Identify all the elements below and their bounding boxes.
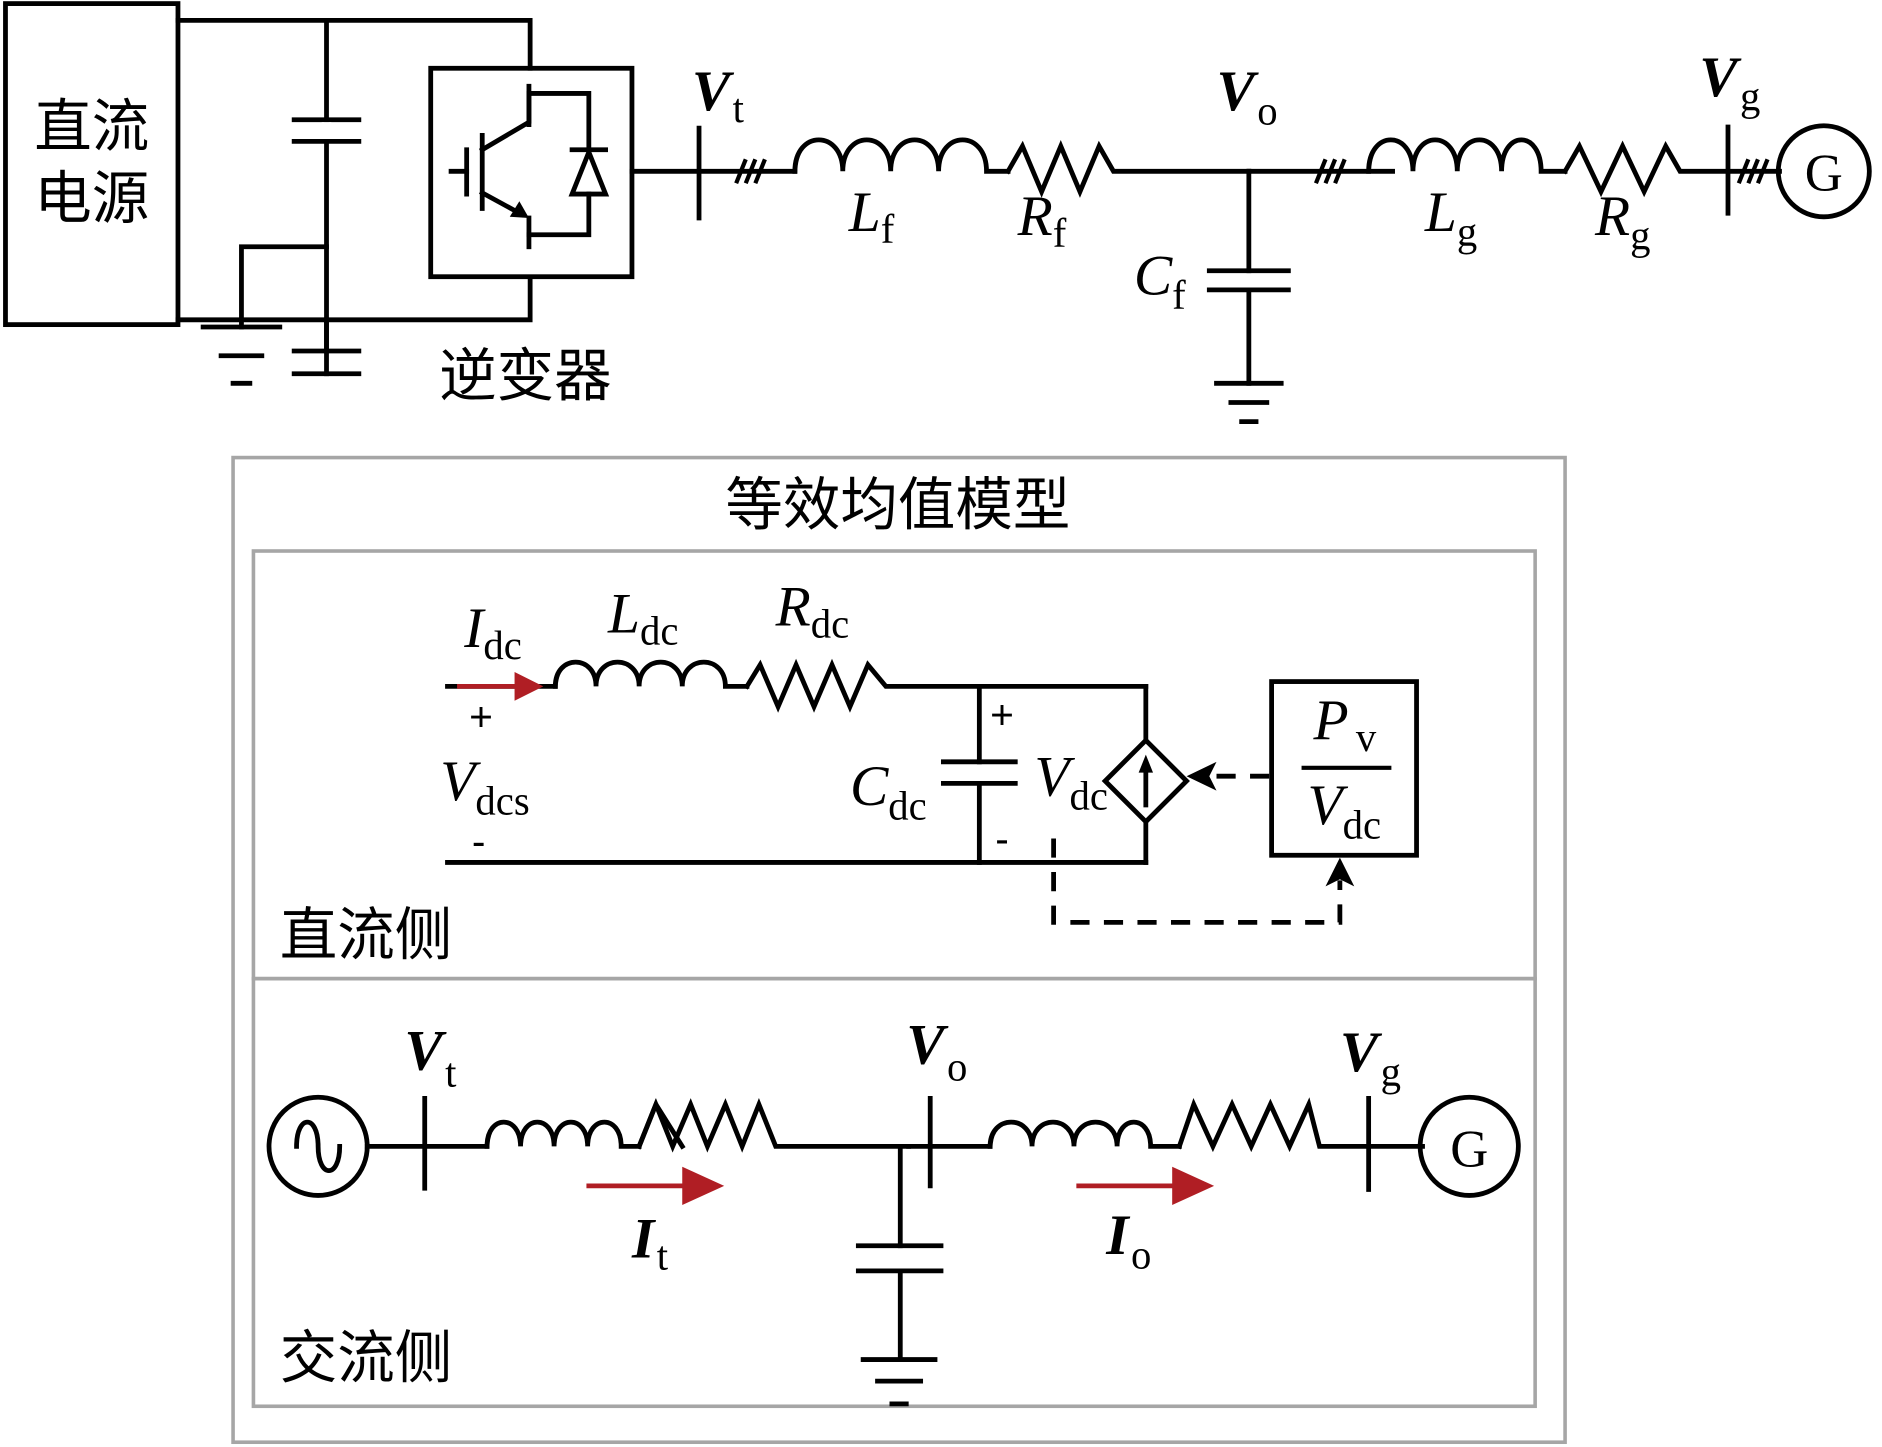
inductor-lg [1366,137,1568,174]
label-ldc: Ldc [607,582,678,653]
label-vdcs: Vdcs [440,750,529,823]
dc-positive-rail [175,17,533,71]
feedback-signal-line [1051,838,1343,925]
ac-label-vo: Vo [906,1014,967,1090]
inductor-lf [792,137,1011,174]
dc-source-label-1: 直流 [34,93,149,160]
resistor-rg [1561,140,1782,198]
dc-source: 直流 电源 [3,1,181,328]
ac-side-label: 交流侧 [280,1325,452,1392]
io-arrow-head-icon [1172,1166,1215,1206]
model-title: 等效均值模型 [725,472,1070,539]
label-rdc: Rdc [775,575,850,646]
feedback-arrow-head-icon [1325,857,1355,887]
ground-lead [239,244,329,330]
generator-label: G [1805,144,1843,202]
idc-arrow-head-icon [514,671,544,701]
ground-icon [200,324,283,386]
ac-inductor-2 [987,1119,1182,1149]
label-rg: Rg [1594,185,1650,258]
dc-side-label: 直流侧 [280,902,452,969]
ac-generator-label: G [1450,1121,1488,1179]
label-io: Io [1105,1204,1151,1277]
label-cdc: Cdc [850,755,927,828]
label-vt: Vt [692,60,745,131]
control-arrow-head-icon [1186,761,1217,791]
label-lf: Lf [848,181,895,252]
ac-resistor-1 [636,1097,912,1153]
ground-icon [1214,380,1284,425]
top-ac-line: G [629,123,1872,425]
pv-over-vdc-block [1269,679,1419,858]
inductor-ldc [552,659,750,689]
label-rf: Rf [1017,185,1067,256]
dc-source-label-2: 电源 [34,165,149,232]
label-cf: Cf [1134,245,1186,318]
label-vdc: Vdc [1034,745,1108,818]
dc-link [175,17,533,377]
label-idc: Idc [463,597,522,668]
vdc-minus: - [995,816,1009,862]
three-phase-mark-icon [734,158,767,185]
vdcs-minus: - [472,818,486,864]
ac-label-vt: Vt [404,1020,457,1096]
vdcs-plus: + [469,694,493,740]
three-phase-mark-icon [1313,158,1347,185]
ground-icon [860,1357,938,1407]
label-vg: Vg [1699,46,1760,119]
diode-icon [568,145,610,197]
vdc-plus: + [990,691,1014,737]
resistor-rf [1004,139,1252,198]
ac-inductor-1 [484,1119,642,1149]
ac-side-circuit: G Vt Vo Vg It Io 交流侧 [266,1014,1521,1407]
it-arrow-head-icon [682,1166,725,1206]
three-phase-mark-icon [1736,158,1770,185]
label-it: It [631,1208,669,1279]
ac-resistor-2 [1176,1097,1425,1153]
emitter-arrow-icon [509,201,529,219]
ac-label-vg: Vg [1340,1021,1401,1094]
label-lg: Lg [1424,181,1477,254]
resistor-rdc [743,658,1149,713]
dc-source-box [3,1,181,328]
top-labels: Vt Vo Vg Lf Rf Cf Lg Rg [692,46,1760,318]
label-vo: Vo [1217,60,1278,133]
igbt-icon [448,83,592,250]
controlled-current-source-icon [1101,736,1190,826]
inverter: 逆变器 [428,65,635,409]
inverter-label: 逆变器 [439,342,611,409]
generator-icon [1775,123,1872,220]
dc-negative-rail [175,275,533,323]
ac-generator-icon [1417,1094,1521,1198]
label-vdc-den: Vdc [1308,774,1382,847]
model-outer-frame [231,455,1567,1445]
